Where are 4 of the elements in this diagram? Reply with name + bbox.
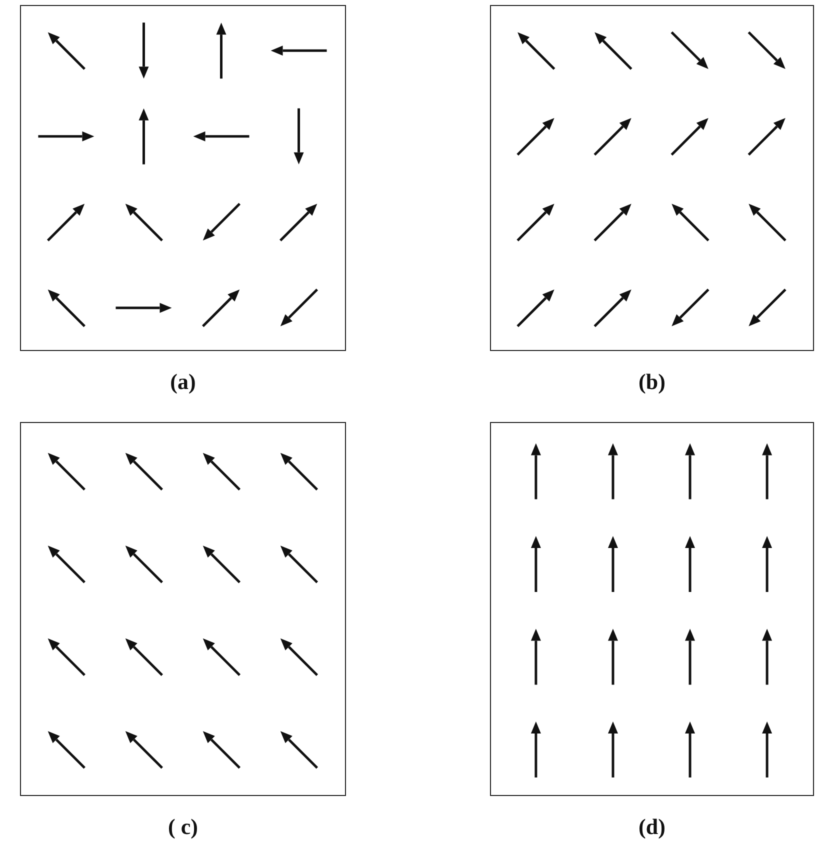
panel-caption: (b) <box>638 369 666 395</box>
panel-caption: ( c) <box>168 814 198 840</box>
panel-caption: (d) <box>638 814 666 840</box>
panel-caption: (a) <box>170 369 196 395</box>
